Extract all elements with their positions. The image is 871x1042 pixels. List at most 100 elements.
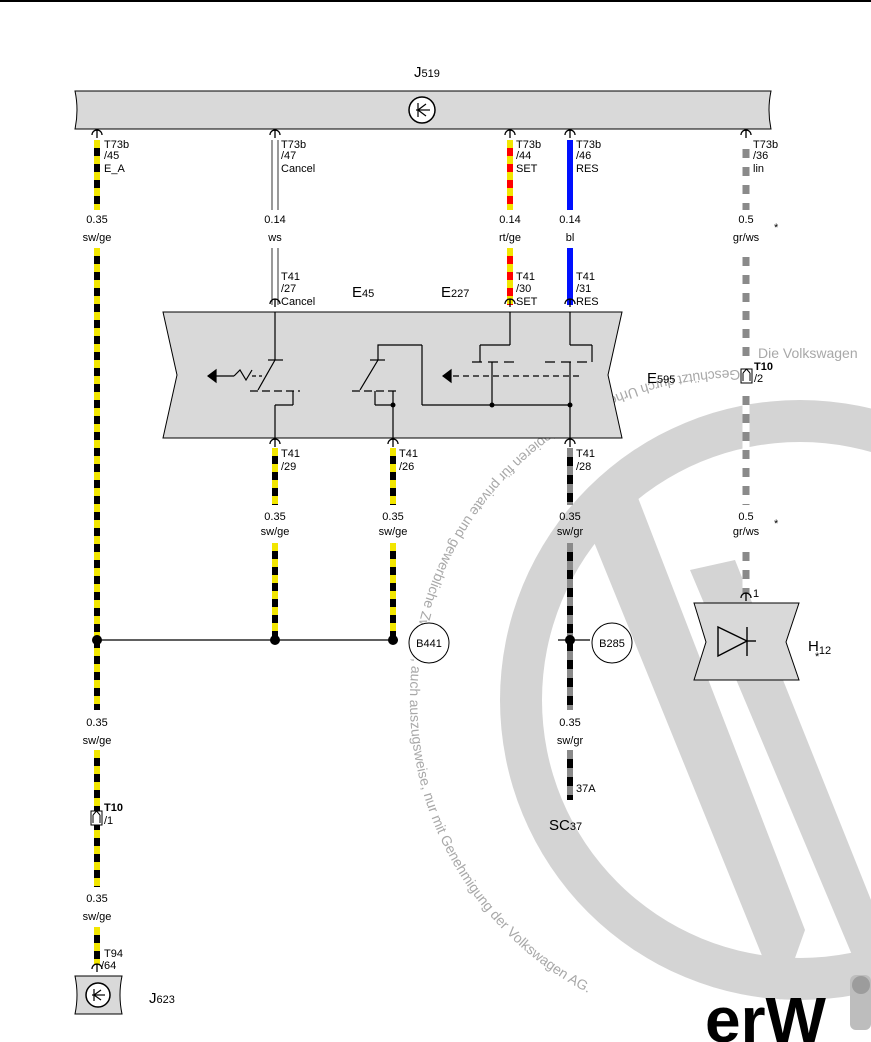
svg-text:T41: T41	[516, 271, 535, 283]
ground-point-b285: B285	[591, 622, 633, 664]
pin-label-t41-28: T41 /28	[576, 448, 595, 473]
svg-text:0.14: 0.14	[559, 214, 580, 226]
wire-w2-top	[271, 140, 279, 210]
svg-text:rt/ge: rt/ge	[499, 232, 521, 244]
svg-text:0.35: 0.35	[86, 717, 107, 729]
wire-spec-w2: 0.14 ws	[264, 214, 285, 244]
svg-text:T73b: T73b	[104, 139, 129, 151]
h12-label: H12	[808, 638, 831, 657]
svg-text:sw/ge: sw/ge	[379, 526, 408, 538]
svg-text:/31: /31	[576, 283, 591, 295]
pin-hook-t94	[91, 963, 103, 972]
e45-label: E45	[352, 284, 374, 301]
svg-text:RES: RES	[576, 296, 599, 308]
pin-label-t41-26: T41 /26	[399, 448, 418, 473]
sc37-pin-label: 37A	[576, 783, 596, 795]
h12-star: *	[815, 651, 820, 663]
svg-text:0.14: 0.14	[499, 214, 520, 226]
svg-text:gr/ws: gr/ws	[733, 232, 760, 244]
svg-text:/26: /26	[399, 461, 414, 473]
svg-text:Cancel: Cancel	[281, 296, 315, 308]
splice-points	[92, 635, 575, 645]
svg-text:B441: B441	[416, 638, 442, 650]
svg-text:gr/ws: gr/ws	[733, 526, 760, 538]
pin-hook-e45-top-2	[564, 298, 576, 307]
j623-control-unit	[74, 975, 123, 1015]
pin-label-t73b-47: T73b /47 Cancel	[281, 139, 315, 175]
pin-hook-e45-bottom-0	[269, 438, 281, 447]
svg-text:0.14: 0.14	[264, 214, 285, 226]
h12-component	[693, 602, 800, 681]
svg-text:B285: B285	[599, 638, 625, 650]
pin-label-t41-30: T41 /30 SET	[516, 271, 538, 308]
j519-label: J519	[414, 64, 440, 81]
pin-hook-e45-bottom-1	[387, 438, 399, 447]
svg-text:0.35: 0.35	[559, 511, 580, 523]
svg-text:T41: T41	[281, 271, 300, 283]
watermark-top-text: Die Volkswagen	[758, 345, 858, 361]
e45-e227-switch-housing	[162, 311, 623, 439]
svg-text:/1: /1	[104, 815, 113, 827]
svg-text:Cancel: Cancel	[281, 163, 315, 175]
svg-text:0.35: 0.35	[264, 511, 285, 523]
svg-text:sw/ge: sw/ge	[83, 232, 112, 244]
pin-hook-j519-3	[564, 129, 576, 138]
e227-label: E227	[441, 284, 469, 301]
switch-junction-dots	[390, 402, 573, 408]
pin-hook-e45-top-1	[504, 298, 516, 307]
wire-harness	[94, 140, 750, 965]
svg-text:*: *	[774, 518, 779, 530]
svg-text:/44: /44	[516, 150, 531, 162]
wire-w2-mid	[271, 248, 279, 305]
svg-text:T41: T41	[576, 448, 595, 460]
svg-text:ws: ws	[267, 232, 282, 244]
svg-text:T73b: T73b	[281, 139, 306, 151]
pin-hook-j519-4	[740, 129, 752, 138]
svg-text:sw/gr: sw/gr	[557, 735, 584, 747]
j519-control-unit	[74, 90, 772, 130]
vw-logo-watermark	[500, 400, 871, 1000]
pin-label-t41-31: T41 /31 RES	[576, 271, 599, 308]
wire-spec-w5: 0.5 gr/ws *	[733, 214, 779, 244]
pin-hook-e45-bottom-2	[564, 438, 576, 447]
pin-label-t41-29: T41 /29	[281, 448, 300, 473]
ground-point-b441: B441	[408, 622, 450, 664]
wire-spec-w1: 0.35 sw/ge	[83, 214, 112, 244]
pin-label-t73b-36: T73b /36 lin	[753, 139, 778, 175]
svg-text:/30: /30	[516, 283, 531, 295]
pin-label-t73b-46: T73b /46 RES	[576, 139, 601, 175]
svg-text:SET: SET	[516, 163, 538, 175]
e595-label: E595	[647, 370, 675, 387]
wire-spec-gr-lower: 0.5 gr/ws *	[733, 511, 779, 538]
pin-hook-h12	[740, 592, 752, 601]
svg-text:0.5: 0.5	[738, 511, 753, 523]
svg-text:SET: SET	[516, 296, 538, 308]
svg-text:0.5: 0.5	[738, 214, 753, 226]
wire-spec-left-b: 0.35 sw/ge	[83, 893, 112, 923]
svg-text:/2: /2	[754, 373, 763, 385]
svg-text:T10: T10	[754, 361, 773, 373]
svg-text:T73b: T73b	[516, 139, 541, 151]
h12-pin-label: 1	[753, 588, 759, 600]
svg-text:/64: /64	[101, 960, 116, 972]
svg-text:sw/ge: sw/ge	[83, 735, 112, 747]
svg-text:/36: /36	[753, 150, 768, 162]
pin-label-t41-27: T41 /27 Cancel	[281, 271, 315, 308]
svg-text:0.35: 0.35	[559, 717, 580, 729]
pin-hook-j519-2	[504, 129, 516, 138]
wire-spec-left-a: 0.35 sw/ge	[83, 717, 112, 747]
svg-text:sw/gr: sw/gr	[557, 526, 584, 538]
svg-text:T41: T41	[576, 271, 595, 283]
j623-label: J623	[149, 990, 175, 1007]
svg-text:RES: RES	[576, 163, 599, 175]
pin-label-t73b-44: T73b /44 SET	[516, 139, 541, 175]
mascot-icon	[850, 975, 871, 1030]
pin-label-t73b-45: T73b /45 E_A	[104, 139, 129, 175]
svg-text:/45: /45	[104, 150, 119, 162]
svg-text:T41: T41	[399, 448, 418, 460]
connector-t10-1: T10 /1	[90, 802, 123, 827]
pin-connectors	[91, 129, 752, 972]
svg-text:/46: /46	[576, 150, 591, 162]
svg-text:sw/ge: sw/ge	[261, 526, 290, 538]
